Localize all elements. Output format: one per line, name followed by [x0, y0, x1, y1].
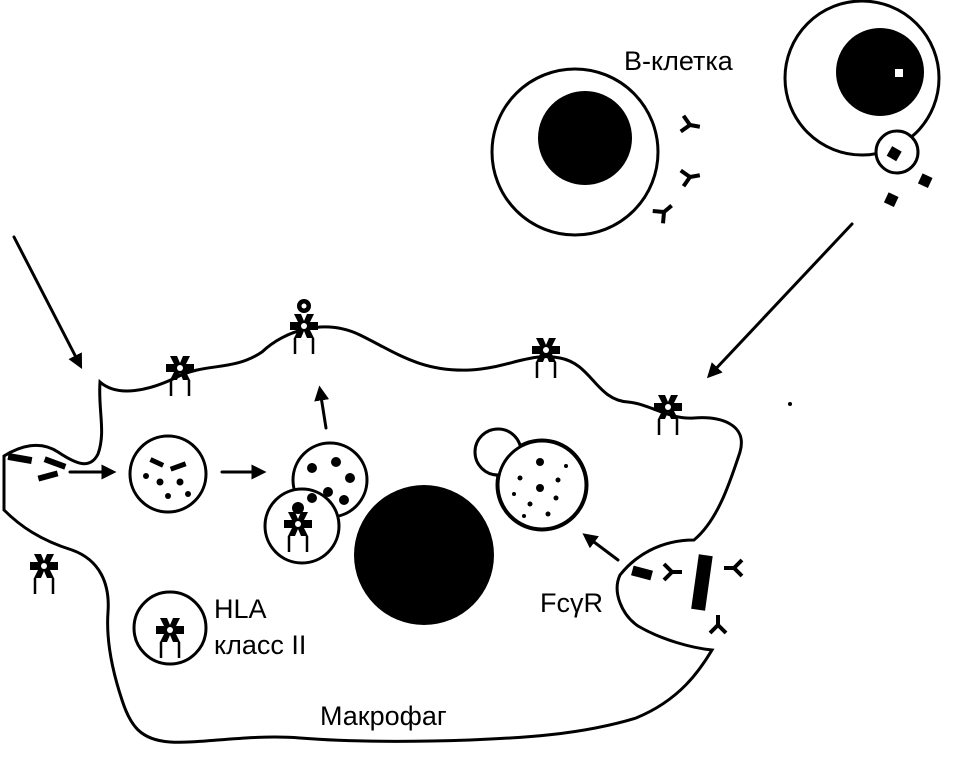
membrane-antibody: [650, 197, 679, 226]
b-cell-label: В-клетка: [624, 46, 734, 76]
lysosome: [473, 427, 589, 532]
hla-peptide-complex: [288, 299, 320, 356]
fc-receptor-label: FcγR: [540, 588, 603, 618]
antigen-delivery-arrow: [706, 222, 854, 379]
immune-complex: [631, 554, 744, 635]
membrane-antibody: [678, 165, 704, 189]
b-cell: [490, 67, 704, 237]
fusing-vesicles: [263, 441, 369, 565]
macrophage-nucleus: [354, 485, 494, 625]
cell-nucleus: [836, 28, 924, 116]
stray-dot: [788, 402, 792, 406]
antigen-rod: [37, 470, 59, 482]
antigen-rod: [7, 452, 33, 465]
nucleus-mark: [895, 69, 903, 77]
hla-vesicle: [132, 590, 208, 666]
endosome: [128, 434, 208, 514]
b-cell-nucleus: [538, 91, 632, 185]
antigen-fragment: [886, 146, 902, 162]
hla-label: HLA: [214, 594, 267, 624]
antigen-fragment: [917, 173, 933, 188]
antigen-fragment: [883, 192, 899, 207]
membrane-antibody: [678, 113, 704, 137]
macrophage-label: Макрофаг: [320, 701, 447, 731]
transport-arrow: [314, 385, 330, 430]
fc-uptake-arrow: [582, 533, 620, 562]
hla-molecule: [28, 552, 60, 596]
uptake-arrow: [12, 235, 83, 369]
secreting-cell: [783, 0, 941, 207]
antigen-rod: [43, 456, 67, 470]
hla-class-label: класс II: [214, 630, 306, 660]
